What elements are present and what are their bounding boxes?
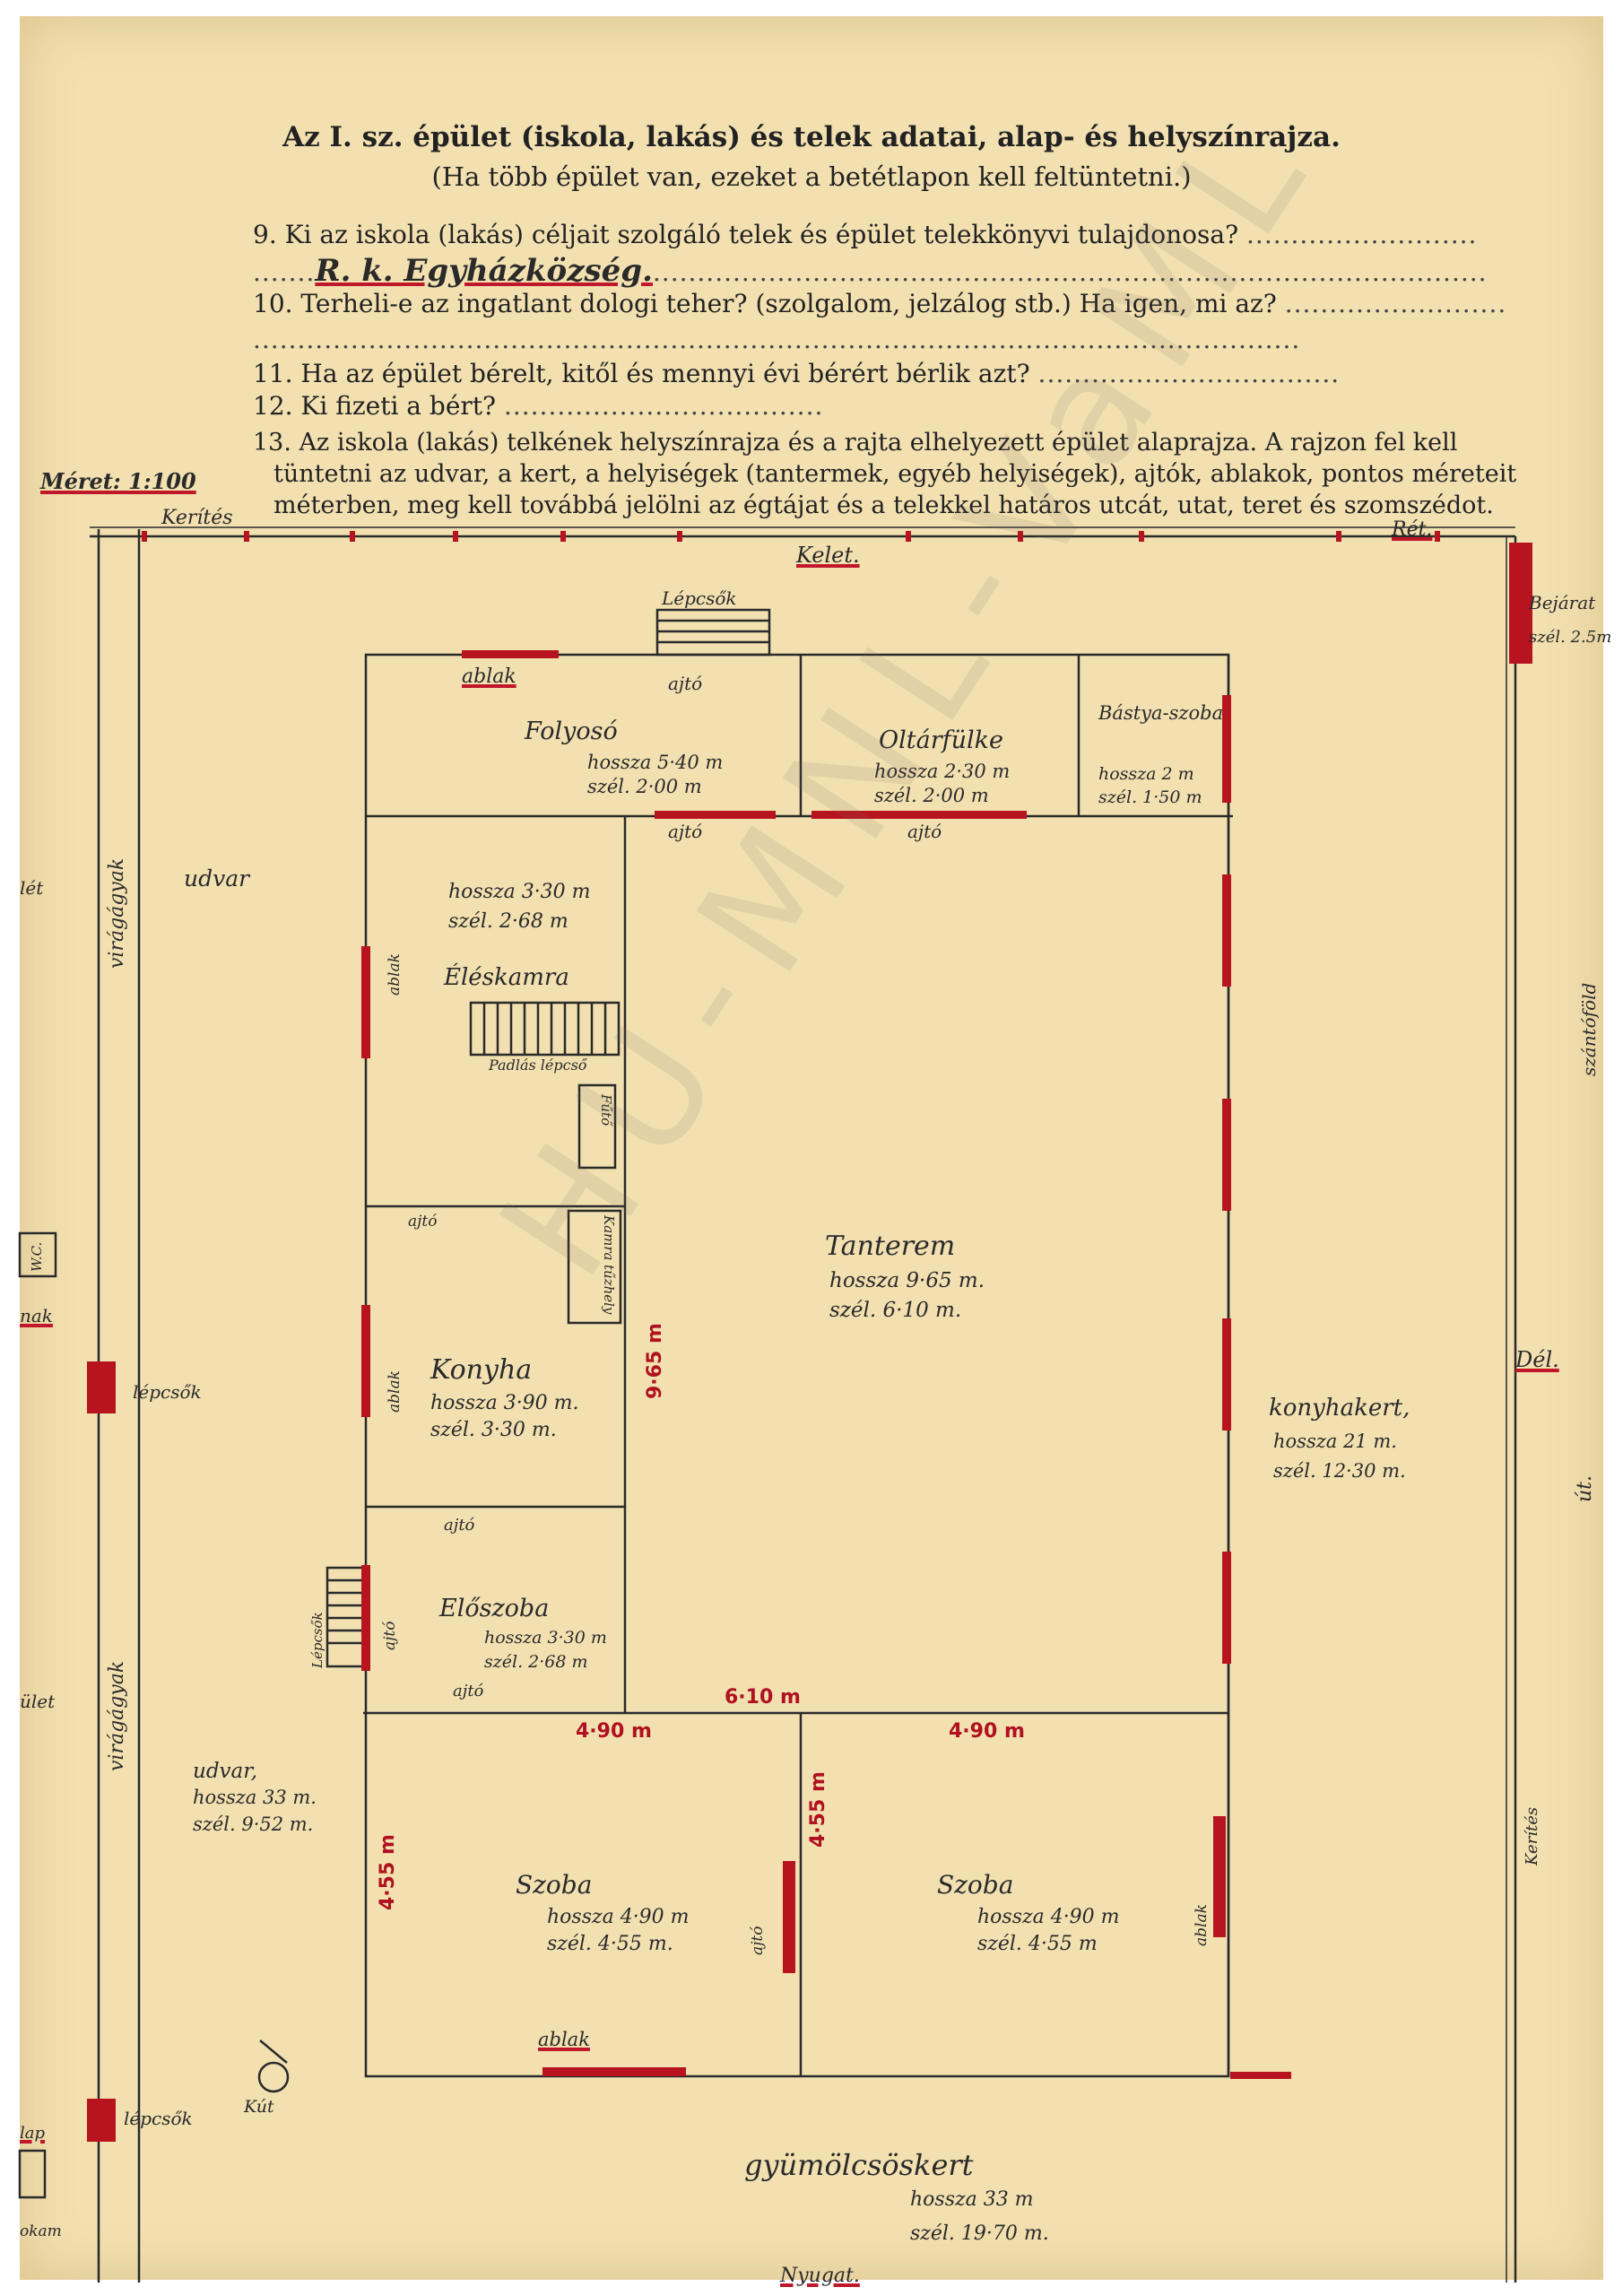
dim-455-right: 4·55 m	[807, 1771, 829, 1848]
fence-top-label: Kerítés	[161, 507, 233, 529]
door-label-altar: ajtó	[907, 821, 942, 842]
west-label: Nyugat.	[780, 2265, 860, 2287]
question-12: 12. Ki fizeti a bért? ..................…	[253, 391, 824, 421]
room-right-name: Szoba	[937, 1870, 1014, 1900]
left-edge-text-5: okam	[20, 2222, 62, 2240]
flower-garden-label-top: virágágyak	[106, 857, 128, 969]
road-label: út.	[1574, 1474, 1596, 1502]
altar-name: Oltárfülke	[879, 726, 1003, 754]
window-label-kitchen: ablak	[386, 1370, 404, 1413]
left-edge-text-1: lét	[20, 877, 44, 899]
corridor-width: szél. 2·00 m	[587, 776, 702, 797]
well-label: Kút	[244, 2097, 274, 2117]
hall-steps-label: Lépcsők	[309, 1612, 325, 1668]
pantry-width: szél. 2·68 m	[448, 910, 568, 933]
fence-right-label: Kerítés	[1523, 1806, 1541, 1866]
question-13-line1: 13. Az iskola (lakás) telkének helyszínr…	[253, 429, 1458, 457]
room-left-length: hossza 4·90 m	[547, 1906, 690, 1928]
lavatory-width: szél. 1·50 m	[1098, 787, 1202, 807]
kitchen-garden-name: konyhakert,	[1269, 1395, 1410, 1422]
lavatory-name: Bástya-szoba	[1098, 702, 1224, 724]
altar-width: szél. 2·00 m	[874, 785, 989, 806]
question-9-answer: R. k. Egyházközség.	[315, 253, 653, 289]
page-title: Az I. sz. épület (iskola, lakás) és tele…	[282, 121, 1341, 153]
door-label-hall-side: ajtó	[381, 1621, 399, 1650]
question-11: 11. Ha az épület bérelt, kitől és mennyi…	[253, 359, 1341, 388]
classroom-width: szél. 6·10 m.	[829, 1299, 962, 1322]
orchard-width: szél. 19·70 m.	[910, 2222, 1049, 2245]
left-edge-text-2: nak	[20, 1305, 53, 1326]
left-steps-label-2: lépcsők	[124, 2108, 193, 2129]
lavatory-length: hossza 2 m	[1098, 764, 1194, 784]
corridor-name: Folyosó	[525, 718, 618, 745]
entrance-label: Bejárat	[1529, 592, 1596, 613]
dim-610: 6·10 m	[725, 1686, 801, 1709]
neighbour-top-label: Rét.	[1392, 518, 1433, 541]
kitchen-garden-width: szél. 12·30 m.	[1273, 1460, 1406, 1482]
classroom-length: hossza 9·65 m.	[829, 1269, 985, 1292]
door-label-rooms: ajtó	[749, 1926, 767, 1955]
altar-length: hossza 2·30 m	[874, 761, 1011, 782]
door-label-classroom-top: ajtó	[668, 821, 703, 842]
question-10-answer-line: ........................................…	[253, 325, 1301, 354]
document-sheet	[20, 16, 1603, 2280]
window-label-pantry: ablak	[386, 953, 404, 996]
door-label-hall-bottom: ajtó	[453, 1682, 484, 1700]
dim-455-left: 4·55 m	[377, 1834, 399, 1910]
pantry-name: Éléskamra	[444, 964, 569, 991]
corridor-length: hossza 5·40 m	[587, 752, 724, 773]
room-right-width: szél. 4·55 m	[977, 1933, 1098, 1955]
door-label-hall-top: ajtó	[444, 1516, 475, 1535]
kitchen-length: hossza 3·90 m.	[430, 1392, 579, 1414]
left-edge-text-4: lap	[20, 2124, 46, 2143]
left-edge-text-3: ület	[20, 1691, 56, 1712]
attic-stairs-label: Padlás lépcső	[489, 1057, 587, 1074]
yard-bottom-name: udvar,	[193, 1760, 258, 1783]
hall-width: szél. 2·68 m	[484, 1652, 588, 1672]
window-label-room-right: ablak	[1193, 1904, 1211, 1946]
kitchen-garden-length: hossza 21 m.	[1273, 1431, 1397, 1452]
yard-bottom-length: hossza 33 m.	[193, 1787, 317, 1808]
window-label-corridor: ablak	[462, 665, 516, 688]
room-left-width: szél. 4·55 m.	[547, 1933, 673, 1955]
window-marks	[87, 543, 1532, 2142]
kitchen-name: Konyha	[430, 1354, 533, 1386]
question-13-line2: tüntetni az udvar, a kert, a helyiségek …	[273, 460, 1517, 488]
question-10: 10. Terheli-e az ingatlant dologi teher?…	[253, 289, 1507, 318]
question-9-answer-line: .......R. k. Egyházközség...............…	[253, 253, 1488, 289]
pantry-length: hossza 3·30 m	[448, 881, 591, 903]
question-13-line3: méterben, meg kell továbbá jelölni az ég…	[273, 491, 1494, 519]
room-right-length: hossza 4·90 m	[977, 1906, 1120, 1928]
room-left-name: Szoba	[516, 1870, 593, 1900]
left-steps-label-1: lépcsők	[133, 1381, 202, 1403]
yard-bottom-width: szél. 9·52 m.	[193, 1813, 314, 1835]
scale-label: Méret: 1:100	[40, 468, 196, 494]
question-9: 9. Ki az iskola (lakás) céljait szolgáló…	[253, 220, 1478, 249]
classroom-name: Tanterem	[825, 1231, 956, 1262]
orchard-name: gyümölcsöskert	[744, 2148, 974, 2182]
hall-name: Előszoba	[439, 1595, 550, 1622]
dim-490-right: 4·90 m	[949, 1720, 1025, 1743]
flower-garden-label-bottom: virágágyak	[106, 1660, 128, 1771]
east-label: Kelet.	[796, 543, 860, 568]
wc-label: W.C.	[29, 1241, 45, 1272]
window-label-room-left: ablak	[538, 2029, 590, 2050]
top-steps-label: Lépcsők	[662, 587, 737, 609]
right-edge-label: szántóföld	[1578, 982, 1600, 1076]
dim-490-left: 4·90 m	[576, 1720, 652, 1743]
hall-length: hossza 3·30 m	[484, 1628, 607, 1648]
orchard-length: hossza 33 m	[910, 2188, 1034, 2211]
entrance-width-label: szél. 2.5m	[1529, 628, 1612, 647]
kitchen-width: szél. 3·30 m.	[430, 1419, 557, 1441]
door-label-kitchen: ajtó	[408, 1213, 438, 1231]
yard-top-label: udvar	[184, 865, 250, 891]
door-label-corridor: ajtó	[668, 673, 703, 694]
south-label: Dél.	[1515, 1347, 1559, 1372]
dim-965: 9·65 m	[644, 1323, 666, 1399]
page-subtitle: (Ha több épület van, ezeket a betétlapon…	[431, 161, 1192, 192]
